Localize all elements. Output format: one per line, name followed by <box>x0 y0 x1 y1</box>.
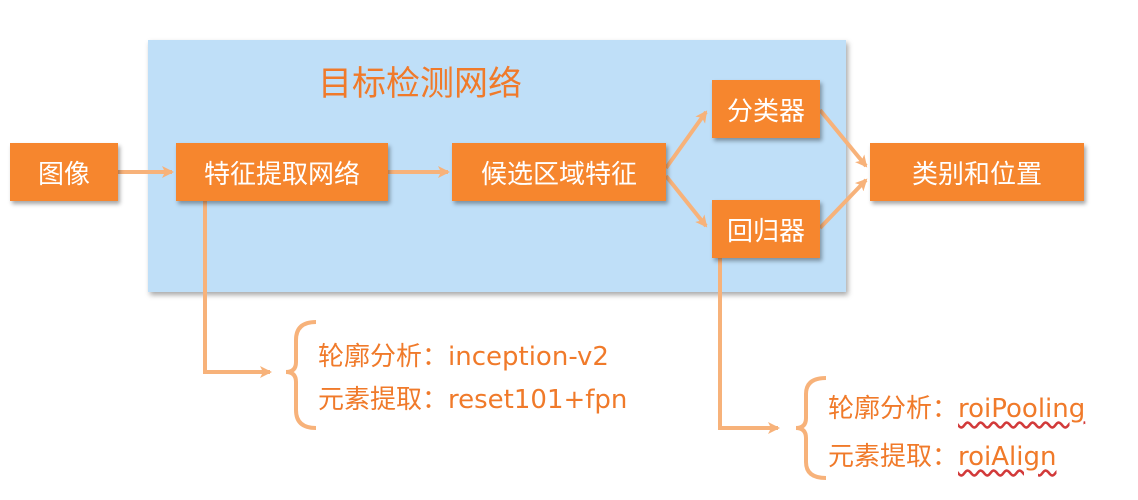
annotation-label: 轮廓分析： <box>318 342 449 372</box>
annotation-label: 元素提取： <box>828 442 959 472</box>
annotation-value: inception-v2 <box>448 342 609 372</box>
arrow-classifier-to-output <box>818 108 868 168</box>
regressor-annotation-line-1: 轮廓分析：roiPooling <box>828 388 1085 425</box>
regressor-annotation-line-2: 元素提取：roiAlign <box>828 436 1056 473</box>
annotation-value: reset101+fpn <box>448 385 628 415</box>
arrow-proposal-to-regressor <box>664 174 708 228</box>
node-class-and-position: 类别和位置 <box>870 143 1084 201</box>
node-image: 图像 <box>10 143 118 201</box>
annotation-value: roiAlign <box>958 442 1057 472</box>
feature-annotation-line-1: 轮廓分析：inception-v2 <box>318 336 609 373</box>
node-classifier: 分类器 <box>712 80 820 138</box>
feature-annotation-line-2: 元素提取：reset101+fpn <box>318 379 627 416</box>
brace-feature-annotation <box>285 320 317 430</box>
node-region-proposal: 候选区域特征 <box>452 143 666 201</box>
brace-regressor-annotation <box>795 376 827 480</box>
node-regressor: 回归器 <box>712 200 820 258</box>
annotation-value: roiPooling <box>958 394 1086 424</box>
annotation-label: 轮廓分析： <box>828 394 959 424</box>
arrow-proposal-to-classifier <box>664 110 708 170</box>
panel-title: 目标检测网络 <box>318 64 522 104</box>
node-feature-extraction: 特征提取网络 <box>176 143 388 201</box>
arrow-feature-to-annotation <box>203 201 272 378</box>
annotation-label: 元素提取： <box>318 385 449 415</box>
arrow-regressor-to-annotation <box>718 258 780 434</box>
arrow-regressor-to-output <box>818 178 868 230</box>
